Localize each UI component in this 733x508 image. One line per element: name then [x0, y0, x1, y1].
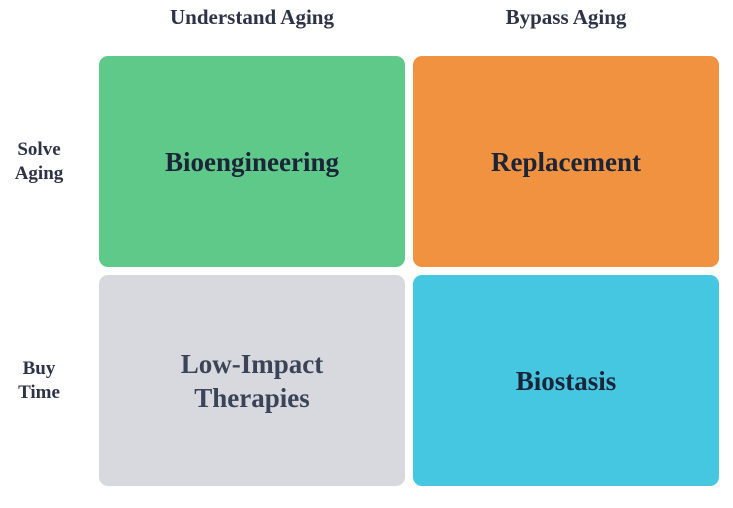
column-header-bypass-aging: Bypass Aging: [505, 4, 627, 29]
row-header-buy-time: Buy Time: [0, 275, 78, 486]
quadrant-biostasis-label: Biostasis: [515, 365, 617, 396]
quadrant-replacement: Replacement: [413, 56, 719, 267]
row-header-solve-aging: Solve Aging: [0, 56, 78, 267]
column-header-understand-aging: Understand Aging: [170, 4, 334, 29]
quadrant-bioengineering: Bioengineering: [99, 56, 405, 267]
row-header-solve-aging-line-1: Solve: [17, 138, 61, 160]
quadrant-bioengineering-label: Bioengineering: [165, 146, 339, 177]
quadrant-low-impact-therapies-label-line-2: Therapies: [194, 382, 310, 413]
quadrant-replacement-label: Replacement: [491, 146, 641, 177]
row-header-solve-aging-line-2: Aging: [14, 162, 64, 184]
row-header-buy-time-line-2: Time: [18, 381, 60, 403]
row-header-buy-time-line-1: Buy: [22, 357, 56, 379]
quadrant-low-impact-therapies: Low-Impact Therapies: [99, 275, 405, 486]
quadrant-low-impact-therapies-label-line-1: Low-Impact: [180, 348, 324, 379]
quadrant-biostasis: Biostasis: [413, 275, 719, 486]
